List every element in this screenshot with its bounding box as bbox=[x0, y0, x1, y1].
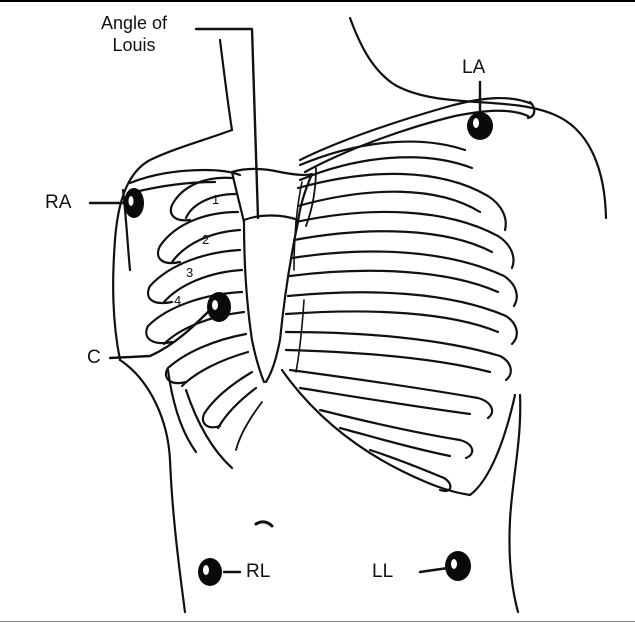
label-angle-of-louis: Angle of Louis bbox=[78, 12, 190, 56]
electrode-rl bbox=[198, 558, 222, 586]
electrode-ll bbox=[445, 551, 471, 581]
rib-number-2: 2 bbox=[202, 232, 209, 247]
label-la: LA bbox=[462, 58, 485, 78]
ribs-right bbox=[282, 142, 517, 495]
label-ll: LL bbox=[372, 562, 393, 582]
label-c: C bbox=[87, 348, 101, 368]
label-angle-of-louis-line2: Louis bbox=[78, 34, 190, 56]
label-ra: RA bbox=[45, 193, 71, 213]
electrode-c bbox=[207, 292, 231, 322]
rib-number-4: 4 bbox=[174, 293, 181, 308]
rib-number-1: 1 bbox=[212, 192, 219, 207]
electrode-la bbox=[467, 112, 493, 140]
electrode-ra bbox=[124, 188, 144, 218]
label-rl: RL bbox=[246, 562, 270, 582]
bottom-border bbox=[0, 621, 635, 622]
label-angle-of-louis-line1: Angle of bbox=[78, 12, 190, 34]
rib-number-3: 3 bbox=[186, 265, 193, 280]
torso-outline bbox=[113, 18, 606, 612]
